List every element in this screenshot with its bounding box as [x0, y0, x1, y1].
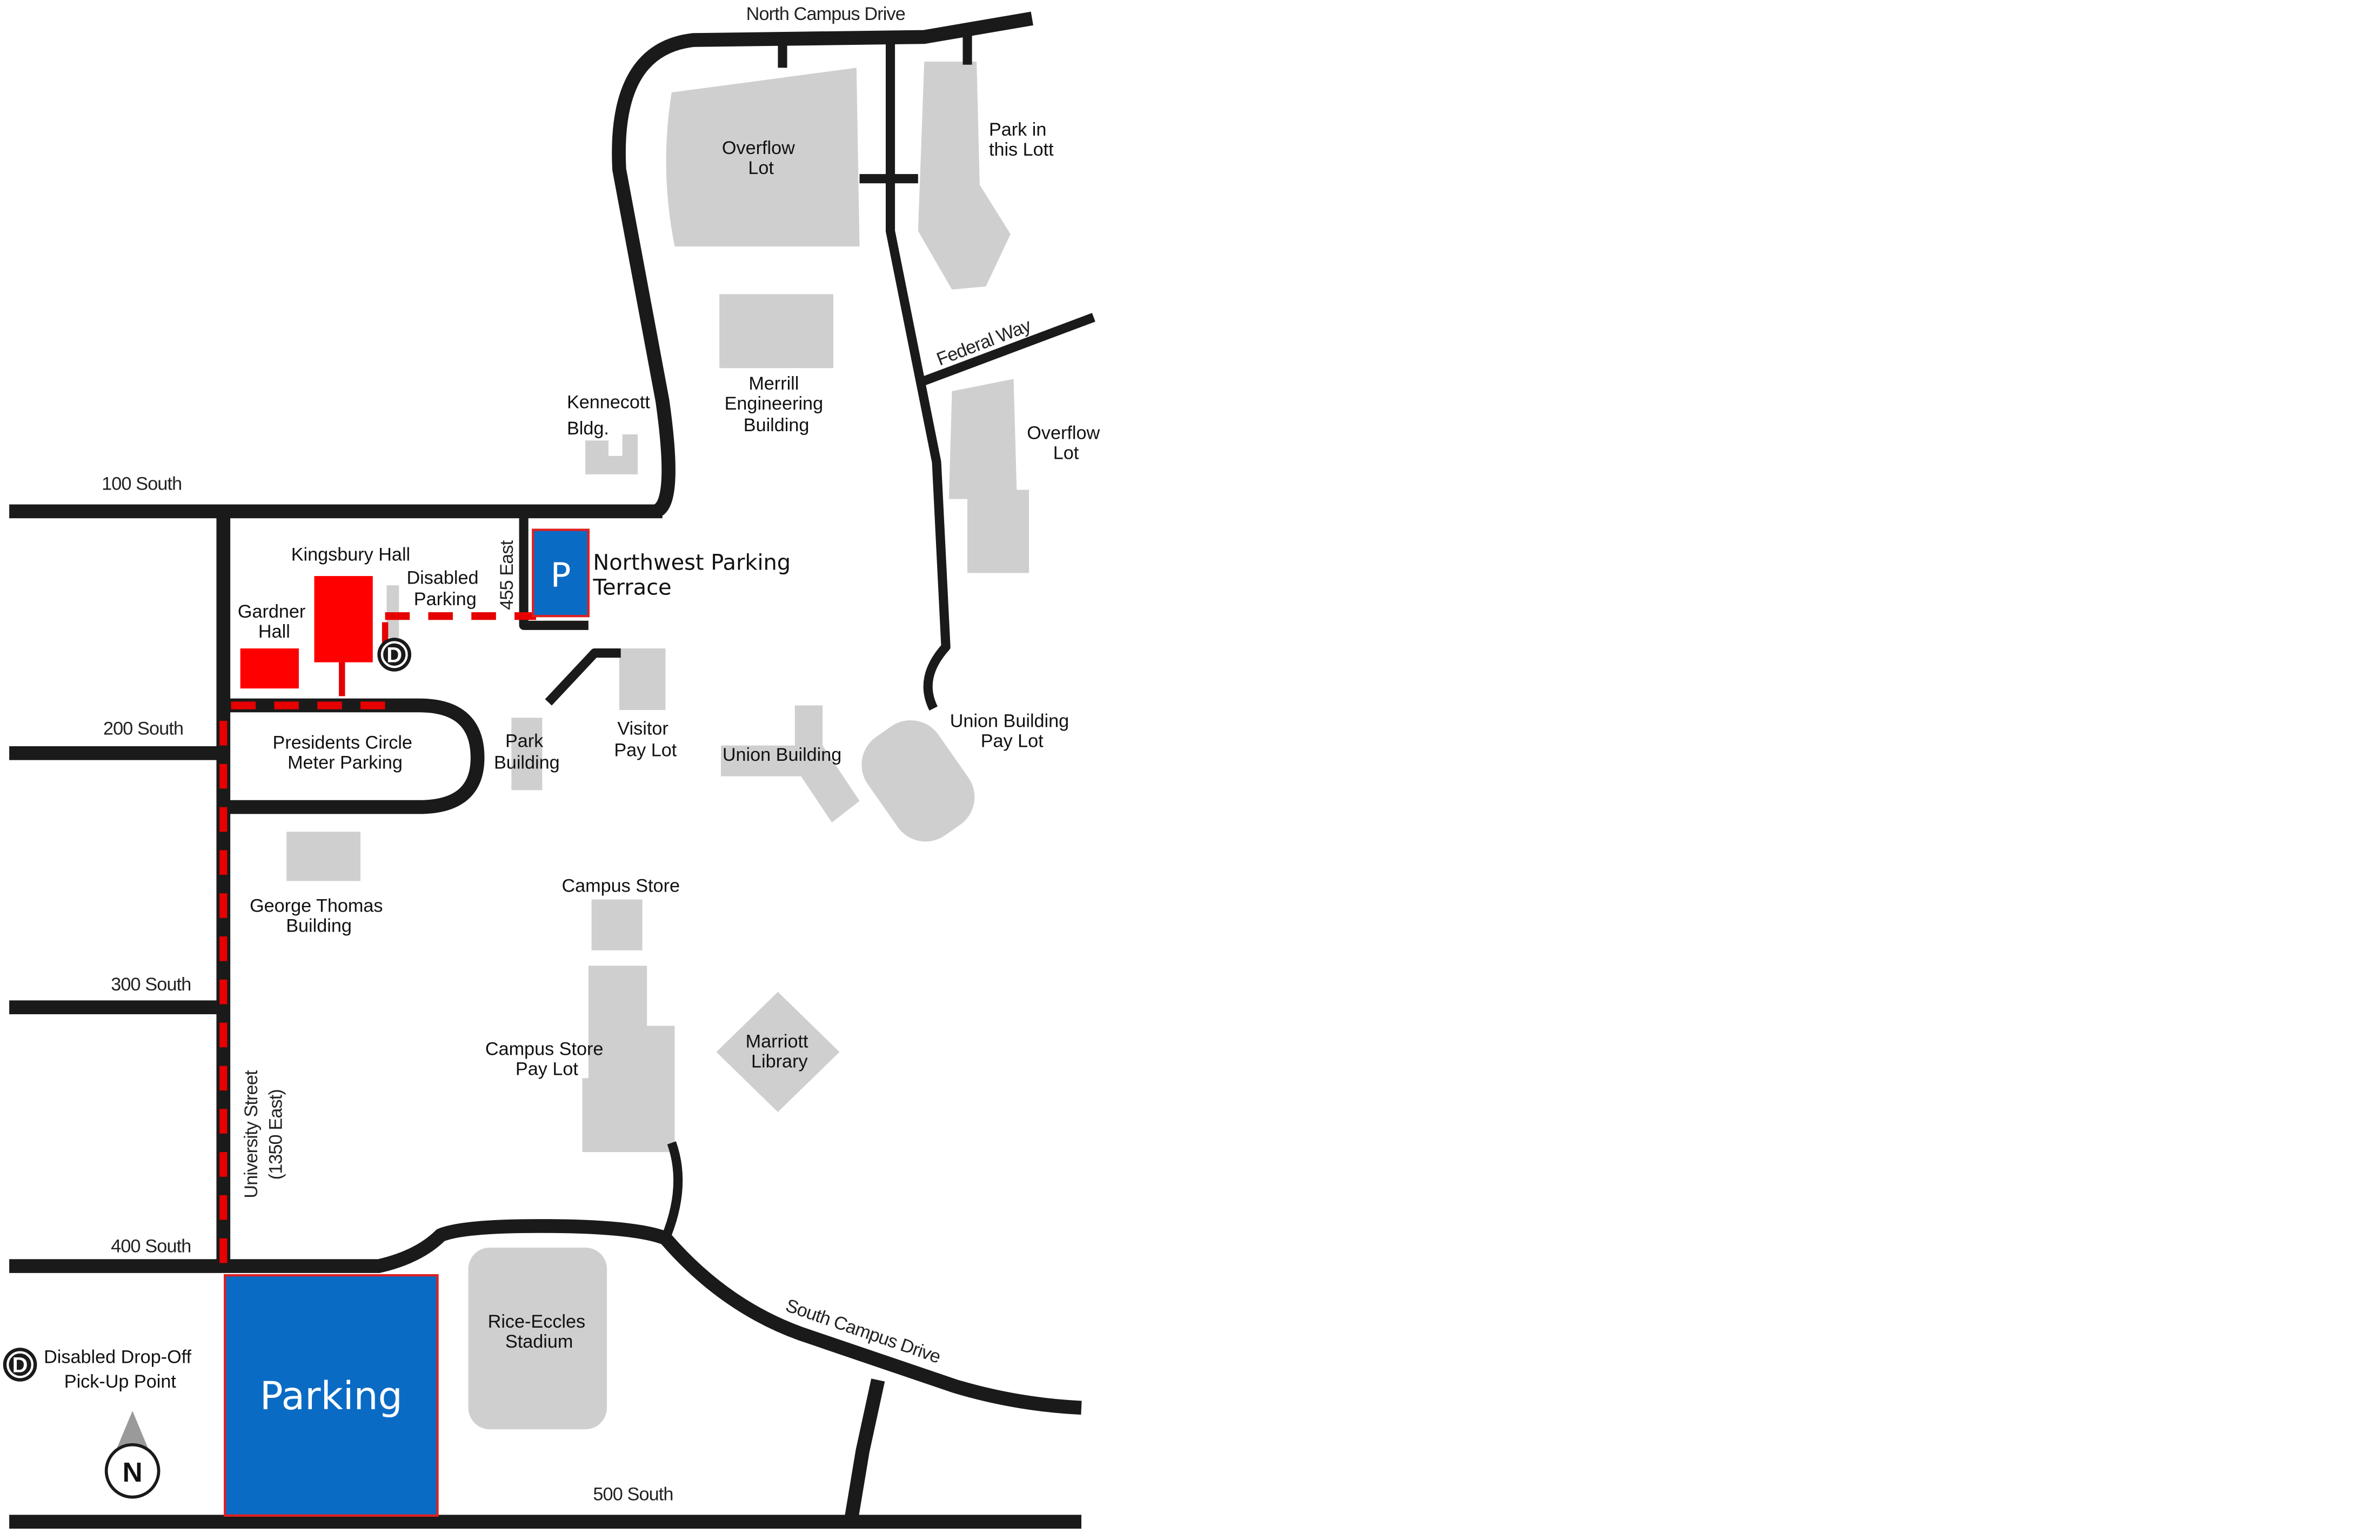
george-thomas-building	[286, 832, 360, 881]
union-building-label: Union Building	[723, 745, 841, 765]
main-parking-label: Parking	[260, 1374, 403, 1418]
campus-store-pay-lot	[582, 966, 675, 1153]
main-parking-box[interactable]	[224, 1274, 439, 1517]
presidents-circle-label: Presidents Circle Meter Parking	[273, 732, 418, 773]
east-campus-road	[885, 37, 951, 711]
disabled-parking-label: Disabled Parking	[406, 567, 484, 610]
merrill-engineering-label: Merrill Engineering Building	[725, 373, 828, 436]
gardner-hall-building	[240, 648, 299, 689]
park-in-this-lot-label: Park in this Lott	[989, 119, 1054, 160]
north-letter: N	[123, 1457, 143, 1488]
200-south-label: 200 South	[103, 719, 183, 739]
federal-way-road	[919, 313, 1095, 386]
place-labels: Overflow Lot Park in this Lott Merrill E…	[238, 119, 1105, 1352]
rice-eccles-label: Rice-Eccles Stadium	[488, 1311, 591, 1352]
kingsbury-hall-label: Kingsbury Hall	[291, 545, 410, 565]
north-compass-icon	[104, 1443, 161, 1499]
visitor-pay-lot	[619, 648, 666, 711]
park-in-this-lot	[918, 62, 1011, 290]
rice-eccles-stadium	[468, 1247, 607, 1430]
north-campus-drive-label: North Campus Drive	[746, 4, 905, 24]
parking-p-letter: P	[551, 555, 571, 595]
northwest-parking-terrace-box[interactable]	[532, 528, 590, 618]
northwest-parking-terrace-label: Northwest Parking Terrace	[592, 551, 797, 600]
map-legend: D Disabled Drop-Off Pick-Up Point N	[3, 1347, 196, 1499]
marriott-library	[716, 992, 840, 1112]
300-south-label: 300 South	[111, 974, 191, 995]
south-connector-road	[843, 1378, 885, 1526]
union-building-pay-lot-label: Union Building Pay Lot	[950, 711, 1074, 751]
george-thomas-label: George Thomas Building	[250, 895, 388, 936]
campus-store	[591, 899, 643, 950]
north-arrow-icon	[117, 1410, 148, 1448]
park-building	[511, 718, 543, 791]
455-east-road	[519, 511, 589, 630]
park-building-label: Park Building	[494, 731, 560, 773]
kennecott-building	[585, 434, 638, 474]
north-campus-drive-road	[612, 11, 1033, 519]
south-campus-drive-road	[660, 1234, 1082, 1415]
disabled-parking-strip	[386, 585, 399, 638]
visitor-lot-drive	[545, 648, 621, 706]
overflow-lot-north-label: Overflow Lot	[722, 138, 800, 178]
legend-d-symbol: D	[12, 1354, 28, 1377]
400-south-road	[9, 1219, 668, 1273]
legend-dropoff-label: Disabled Drop-Off Pick-Up Point	[44, 1347, 196, 1392]
100-south-label: 100 South	[102, 473, 182, 494]
campus-store-pay-lot-label: Campus Store Pay Lot	[485, 1039, 609, 1080]
visitor-pay-lot-label: Visitor Pay Lot	[614, 719, 677, 761]
buildings-layer	[286, 62, 1029, 1430]
disabled-dropoff-marker: D	[377, 638, 412, 672]
campus-store-label: Campus Store	[561, 875, 680, 896]
dropoff-d-symbol: D	[386, 644, 402, 667]
overflow-lot-east	[948, 379, 1029, 573]
presidents-circle-road	[223, 698, 485, 814]
union-building-pay-lot	[861, 720, 975, 842]
455-east-label: 455 East	[497, 540, 517, 610]
highlight-layer	[240, 576, 373, 689]
university-street-1350-label: (1350 East)	[266, 1089, 286, 1180]
overflow-lot-north	[666, 68, 860, 247]
parking-layer: P Parking	[224, 528, 590, 1517]
400-south-label: 400 South	[111, 1236, 191, 1256]
kingsbury-hall-building	[314, 576, 373, 662]
kennecott-label: Kennecott Bldg.	[567, 392, 655, 438]
overflow-lot-east-label: Overflow Lot	[1027, 423, 1105, 463]
gardner-hall-label: Gardner Hall	[238, 601, 311, 642]
university-street-label: University Street	[241, 1070, 262, 1198]
merrill-engineering-building	[719, 294, 834, 369]
union-building	[720, 705, 860, 823]
marriott-library-label: Marriott Library	[746, 1031, 813, 1072]
500-south-label: 500 South	[593, 1484, 673, 1504]
campus-store-drive	[661, 1141, 683, 1240]
